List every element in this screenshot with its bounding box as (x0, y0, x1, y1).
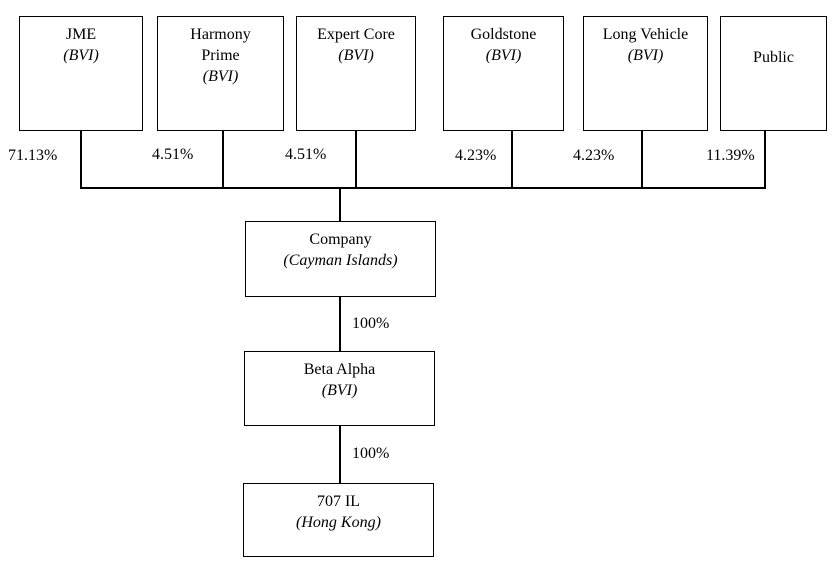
connector-line-goldstone (511, 131, 513, 188)
ownership-label-goldstone: 4.23% (455, 147, 497, 164)
connector-line-harmony-prime (222, 131, 224, 188)
entity-jurisdiction: (BVI) (63, 47, 99, 64)
entity-jurisdiction: (BVI) (202, 68, 239, 85)
ownership-label-company-to-beta-alpha: 100% (352, 315, 390, 332)
connector-line-long-vehicle (641, 131, 643, 188)
entity-box-long-vehicle: Long Vehicle (BVI) (583, 16, 708, 131)
connector-line-expert-core (355, 131, 357, 188)
entity-box-company: Company (Cayman Islands) (245, 221, 436, 297)
ownership-label-long-vehicle: 4.23% (573, 147, 615, 164)
entity-box-public: Public (720, 16, 827, 131)
connector-line-public (764, 131, 766, 188)
entity-name: Expert Core (317, 26, 395, 43)
entity-name: Long Vehicle (602, 26, 689, 43)
entity-jurisdiction: (BVI) (627, 47, 664, 64)
entity-box-beta-alpha: Beta Alpha (BVI) (244, 351, 435, 426)
ownership-label-jme: 71.13% (8, 147, 58, 164)
ownership-label-harmony-prime: 4.51% (152, 146, 194, 163)
connector-line-company-to-beta-alpha (339, 296, 341, 352)
connector-line-jme (80, 131, 82, 188)
entity-jurisdiction: (Hong Kong) (296, 514, 381, 531)
entity-name: Beta Alpha (303, 361, 376, 378)
ownership-label-beta-alpha-to-707-il: 100% (352, 445, 390, 462)
entity-name: Harmony Prime (190, 26, 251, 64)
entity-jurisdiction: (BVI) (338, 47, 374, 64)
entity-box-jme: JME (BVI) (19, 16, 143, 131)
entity-box-707-il: 707 IL (Hong Kong) (243, 483, 434, 557)
ownership-label-expert-core: 4.51% (285, 146, 327, 163)
entity-name: Goldstone (470, 26, 537, 43)
entity-name: Public (753, 49, 794, 66)
connector-bus-line (80, 187, 766, 189)
connector-line-beta-alpha-to-707-il (339, 425, 341, 484)
ownership-label-public: 11.39% (706, 147, 755, 164)
entity-jurisdiction: (BVI) (321, 382, 358, 399)
entity-jurisdiction: (BVI) (485, 47, 522, 64)
entity-name: 707 IL (316, 493, 361, 510)
connector-line-to-company (339, 187, 341, 222)
entity-box-goldstone: Goldstone (BVI) (443, 16, 564, 131)
entity-jurisdiction: (Cayman Islands) (283, 252, 398, 269)
entity-box-expert-core: Expert Core (BVI) (296, 16, 416, 131)
entity-box-harmony-prime: Harmony Prime (BVI) (157, 16, 284, 131)
entity-name: Company (309, 231, 372, 248)
entity-name: JME (65, 26, 97, 43)
